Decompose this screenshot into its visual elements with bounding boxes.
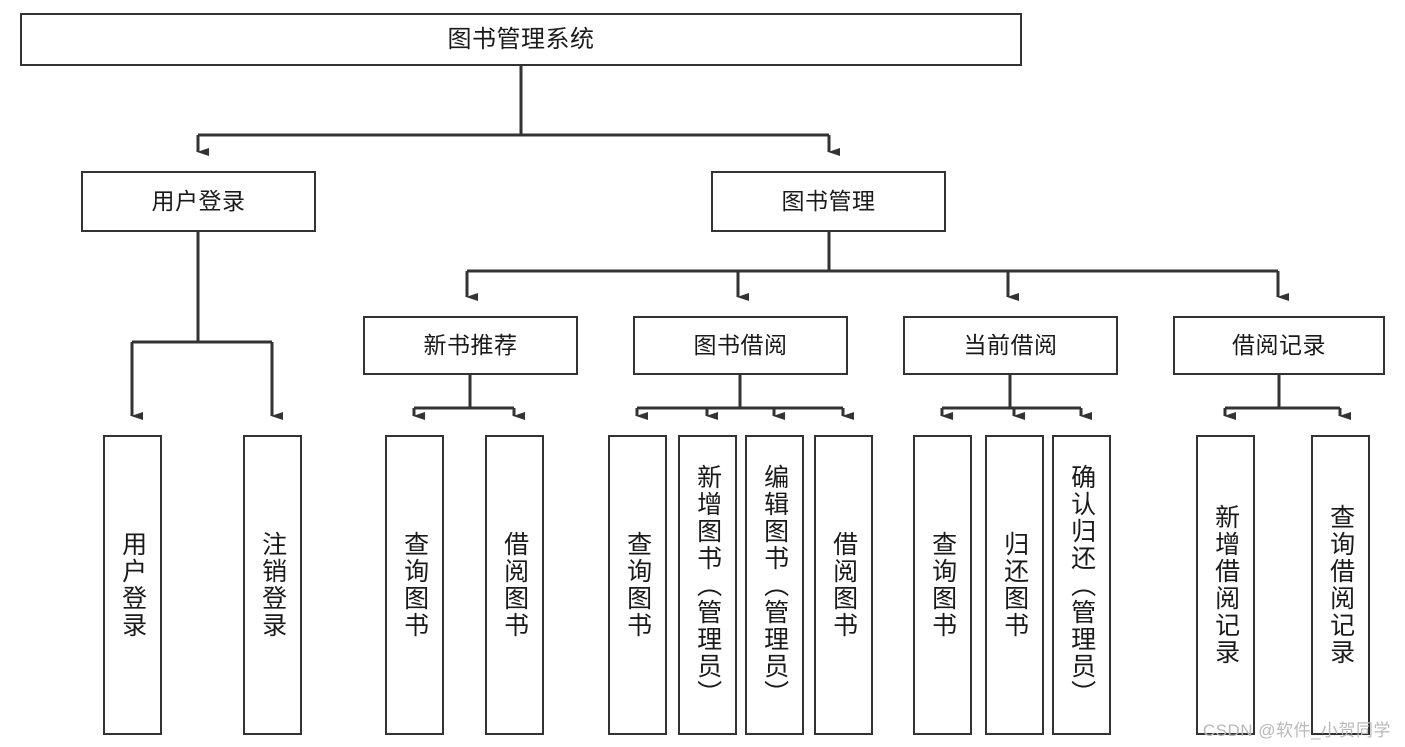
node-label: 编辑图书（管理员）	[760, 463, 789, 707]
leaf-add-book-admin[interactable]: 新增图书（管理员）	[678, 435, 737, 735]
node-new-book-recommend[interactable]: 新书推荐	[363, 316, 578, 375]
node-label: 确认归还（管理员）	[1067, 463, 1096, 707]
node-label: 新书推荐	[423, 332, 518, 359]
node-label: 图书管理系统	[447, 25, 595, 53]
node-root-system[interactable]: 图书管理系统	[20, 13, 1022, 66]
node-label: 查询图书	[400, 531, 429, 639]
leaf-add-borrow-record[interactable]: 新增借阅记录	[1196, 435, 1255, 735]
node-label: 借阅图书	[500, 531, 529, 639]
leaf-return-book[interactable]: 归还图书	[985, 435, 1044, 735]
leaf-borrow-book-2[interactable]: 借阅图书	[814, 435, 873, 735]
node-label: 查询图书	[623, 531, 652, 639]
leaf-query-book-2[interactable]: 查询图书	[608, 435, 667, 735]
node-label: 查询图书	[928, 531, 957, 639]
node-label: 查询借阅记录	[1326, 504, 1355, 666]
node-user-login[interactable]: 用户登录	[81, 171, 316, 232]
leaf-user-login[interactable]: 用户登录	[103, 435, 162, 735]
leaf-user-logout[interactable]: 注销登录	[243, 435, 302, 735]
node-label: 归还图书	[1000, 531, 1029, 639]
node-label: 新增图书（管理员）	[693, 463, 722, 707]
node-borrow-record[interactable]: 借阅记录	[1173, 316, 1385, 375]
leaf-query-book-1[interactable]: 查询图书	[385, 435, 444, 735]
node-book-manage[interactable]: 图书管理	[711, 171, 946, 232]
node-label: 借阅记录	[1232, 332, 1326, 359]
node-label: 借阅图书	[829, 531, 858, 639]
node-label: 图书借阅	[693, 332, 788, 359]
leaf-query-borrow-record[interactable]: 查询借阅记录	[1311, 435, 1370, 735]
leaf-confirm-return-admin[interactable]: 确认归还（管理员）	[1052, 435, 1111, 735]
leaf-query-book-3[interactable]: 查询图书	[913, 435, 972, 735]
node-current-borrow[interactable]: 当前借阅	[903, 316, 1118, 375]
node-label: 新增借阅记录	[1211, 504, 1240, 666]
node-label: 图书管理	[781, 188, 876, 215]
node-label: 用户登录	[151, 188, 246, 215]
watermark: CSDN @软件_小贺同学	[1202, 721, 1391, 740]
node-label: 注销登录	[258, 531, 287, 639]
node-label: 当前借阅	[963, 332, 1058, 359]
leaf-borrow-book-1[interactable]: 借阅图书	[485, 435, 544, 735]
leaf-edit-book-admin[interactable]: 编辑图书（管理员）	[745, 435, 804, 735]
node-book-borrow[interactable]: 图书借阅	[633, 316, 848, 375]
node-label: 用户登录	[118, 531, 147, 639]
